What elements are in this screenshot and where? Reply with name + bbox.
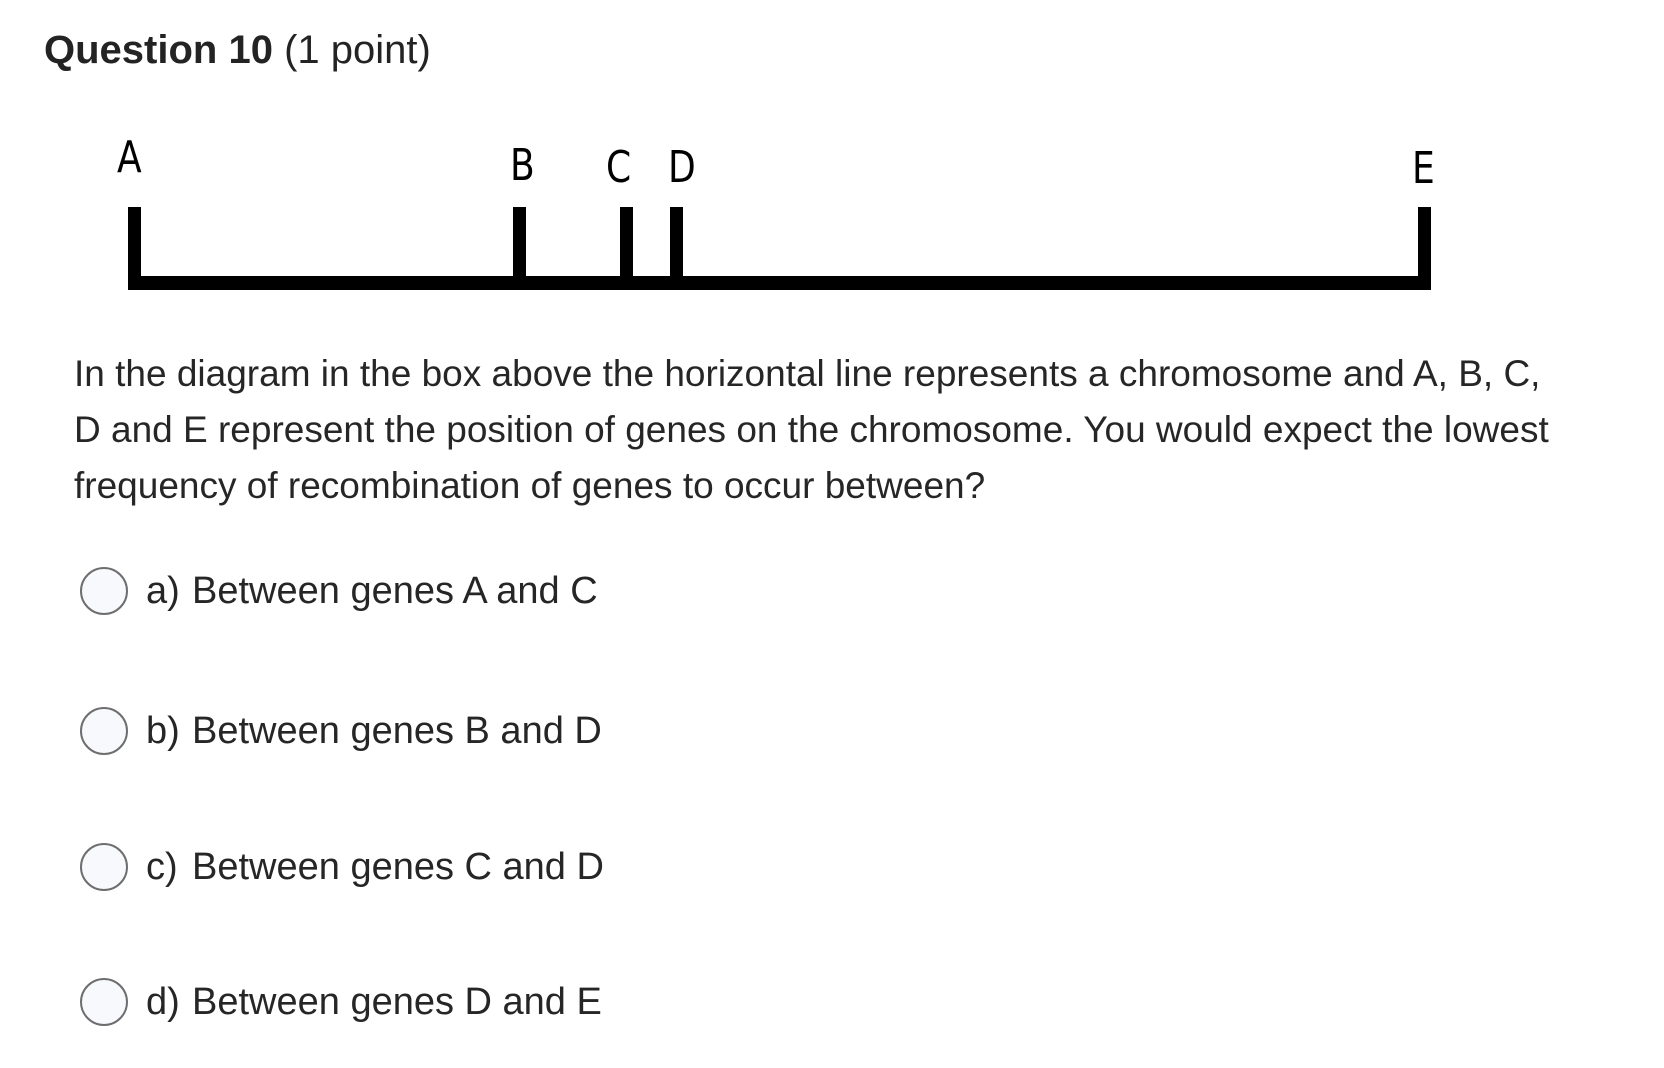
radio-button-c[interactable] <box>80 843 128 891</box>
question-points: (1 point) <box>284 28 431 72</box>
gene-tick-b <box>513 207 526 287</box>
radio-button-b[interactable] <box>80 707 128 755</box>
question-header: Question 10 (1 point) <box>44 22 431 78</box>
gene-label-e: E <box>1412 143 1435 194</box>
gene-label-a: A <box>117 132 142 183</box>
gene-label-b: B <box>510 140 535 191</box>
radio-button-d[interactable] <box>80 978 128 1026</box>
option-label-d[interactable]: Between genes D and E <box>192 980 602 1023</box>
option-a[interactable]: a) Between genes A and C <box>80 565 598 617</box>
option-label-c[interactable]: Between genes C and D <box>192 845 604 888</box>
option-b[interactable]: b) Between genes B and D <box>80 705 602 757</box>
option-letter-b: b) <box>146 709 180 752</box>
gene-label-c: C <box>606 142 632 193</box>
option-label-b[interactable]: Between genes B and D <box>192 709 602 752</box>
gene-tick-a <box>128 207 141 287</box>
gene-tick-d <box>670 207 683 287</box>
question-title: Question 10 <box>44 28 273 72</box>
chromosome-line <box>128 276 1431 290</box>
gene-label-d: D <box>668 142 696 193</box>
option-letter-a: a) <box>146 569 180 612</box>
option-label-a[interactable]: Between genes A and C <box>192 569 598 612</box>
question-text: In the diagram in the box above the hori… <box>74 353 1549 506</box>
option-letter-c: c) <box>146 845 178 888</box>
option-c[interactable]: c) Between genes C and D <box>80 841 604 893</box>
option-d[interactable]: d) Between genes D and E <box>80 976 602 1028</box>
radio-button-a[interactable] <box>80 567 128 615</box>
chromosome-diagram: A B C D E <box>0 0 1664 320</box>
option-letter-d: d) <box>146 980 180 1023</box>
gene-tick-e <box>1418 207 1431 287</box>
gene-tick-c <box>620 207 633 287</box>
